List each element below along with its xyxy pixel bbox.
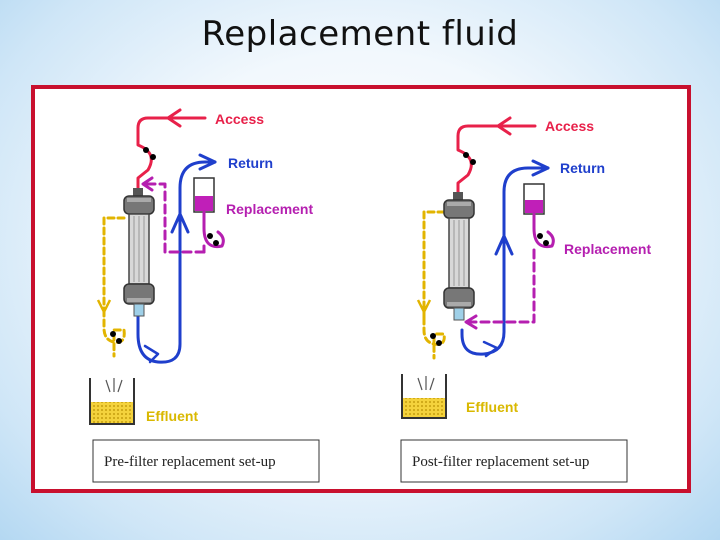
post-hemofilter-icon bbox=[443, 192, 475, 321]
post-replacement-bag-icon bbox=[523, 183, 545, 215]
post-replacement-line bbox=[464, 212, 555, 330]
pre-caption-box bbox=[92, 439, 320, 483]
pre-access-line bbox=[136, 108, 207, 194]
pre-hemofilter-icon bbox=[123, 188, 155, 317]
pre-effluent-container-icon bbox=[89, 378, 135, 425]
pre-effluent-line bbox=[102, 216, 126, 358]
post-caption-box bbox=[400, 439, 628, 483]
pre-label-replacement: Replacement bbox=[226, 201, 313, 217]
pre-replacement-bag-icon bbox=[193, 177, 215, 213]
post-filter-panel: Access Return Replacement Effluent Post-… bbox=[400, 116, 651, 483]
pre-effluent-clamp-icon bbox=[110, 331, 122, 344]
post-effluent-arrow-icon bbox=[416, 299, 432, 315]
post-caption: Post-filter replacement set-up bbox=[412, 454, 589, 470]
post-return-line bbox=[460, 159, 550, 358]
pre-caption: Pre-filter replacement set-up bbox=[104, 454, 276, 470]
pre-label-return: Return bbox=[228, 155, 273, 171]
post-label-access: Access bbox=[545, 118, 594, 134]
pre-access-clamp-icon bbox=[143, 147, 156, 160]
pre-effluent-arrow-icon bbox=[96, 299, 112, 315]
pre-return-line bbox=[136, 153, 217, 364]
pre-label-access: Access bbox=[215, 111, 264, 127]
slide-title: Replacement fluid bbox=[201, 14, 519, 54]
post-label-effluent: Effluent bbox=[466, 399, 518, 415]
pre-replacement-clamp-icon bbox=[207, 233, 219, 246]
post-effluent-line bbox=[422, 210, 446, 360]
post-access-clamp-icon bbox=[463, 152, 476, 165]
post-replacement-clamp-icon bbox=[537, 233, 549, 246]
post-effluent-container-icon bbox=[401, 374, 447, 419]
post-access-line bbox=[456, 116, 537, 198]
pre-label-effluent: Effluent bbox=[146, 408, 198, 424]
post-label-return: Return bbox=[560, 160, 605, 176]
pre-replacement-line bbox=[141, 176, 225, 254]
post-label-replacement: Replacement bbox=[564, 241, 651, 257]
pre-filter-panel: Access Return Replacement Effluent Pre-f… bbox=[89, 108, 320, 483]
post-effluent-clamp-icon bbox=[430, 333, 442, 346]
